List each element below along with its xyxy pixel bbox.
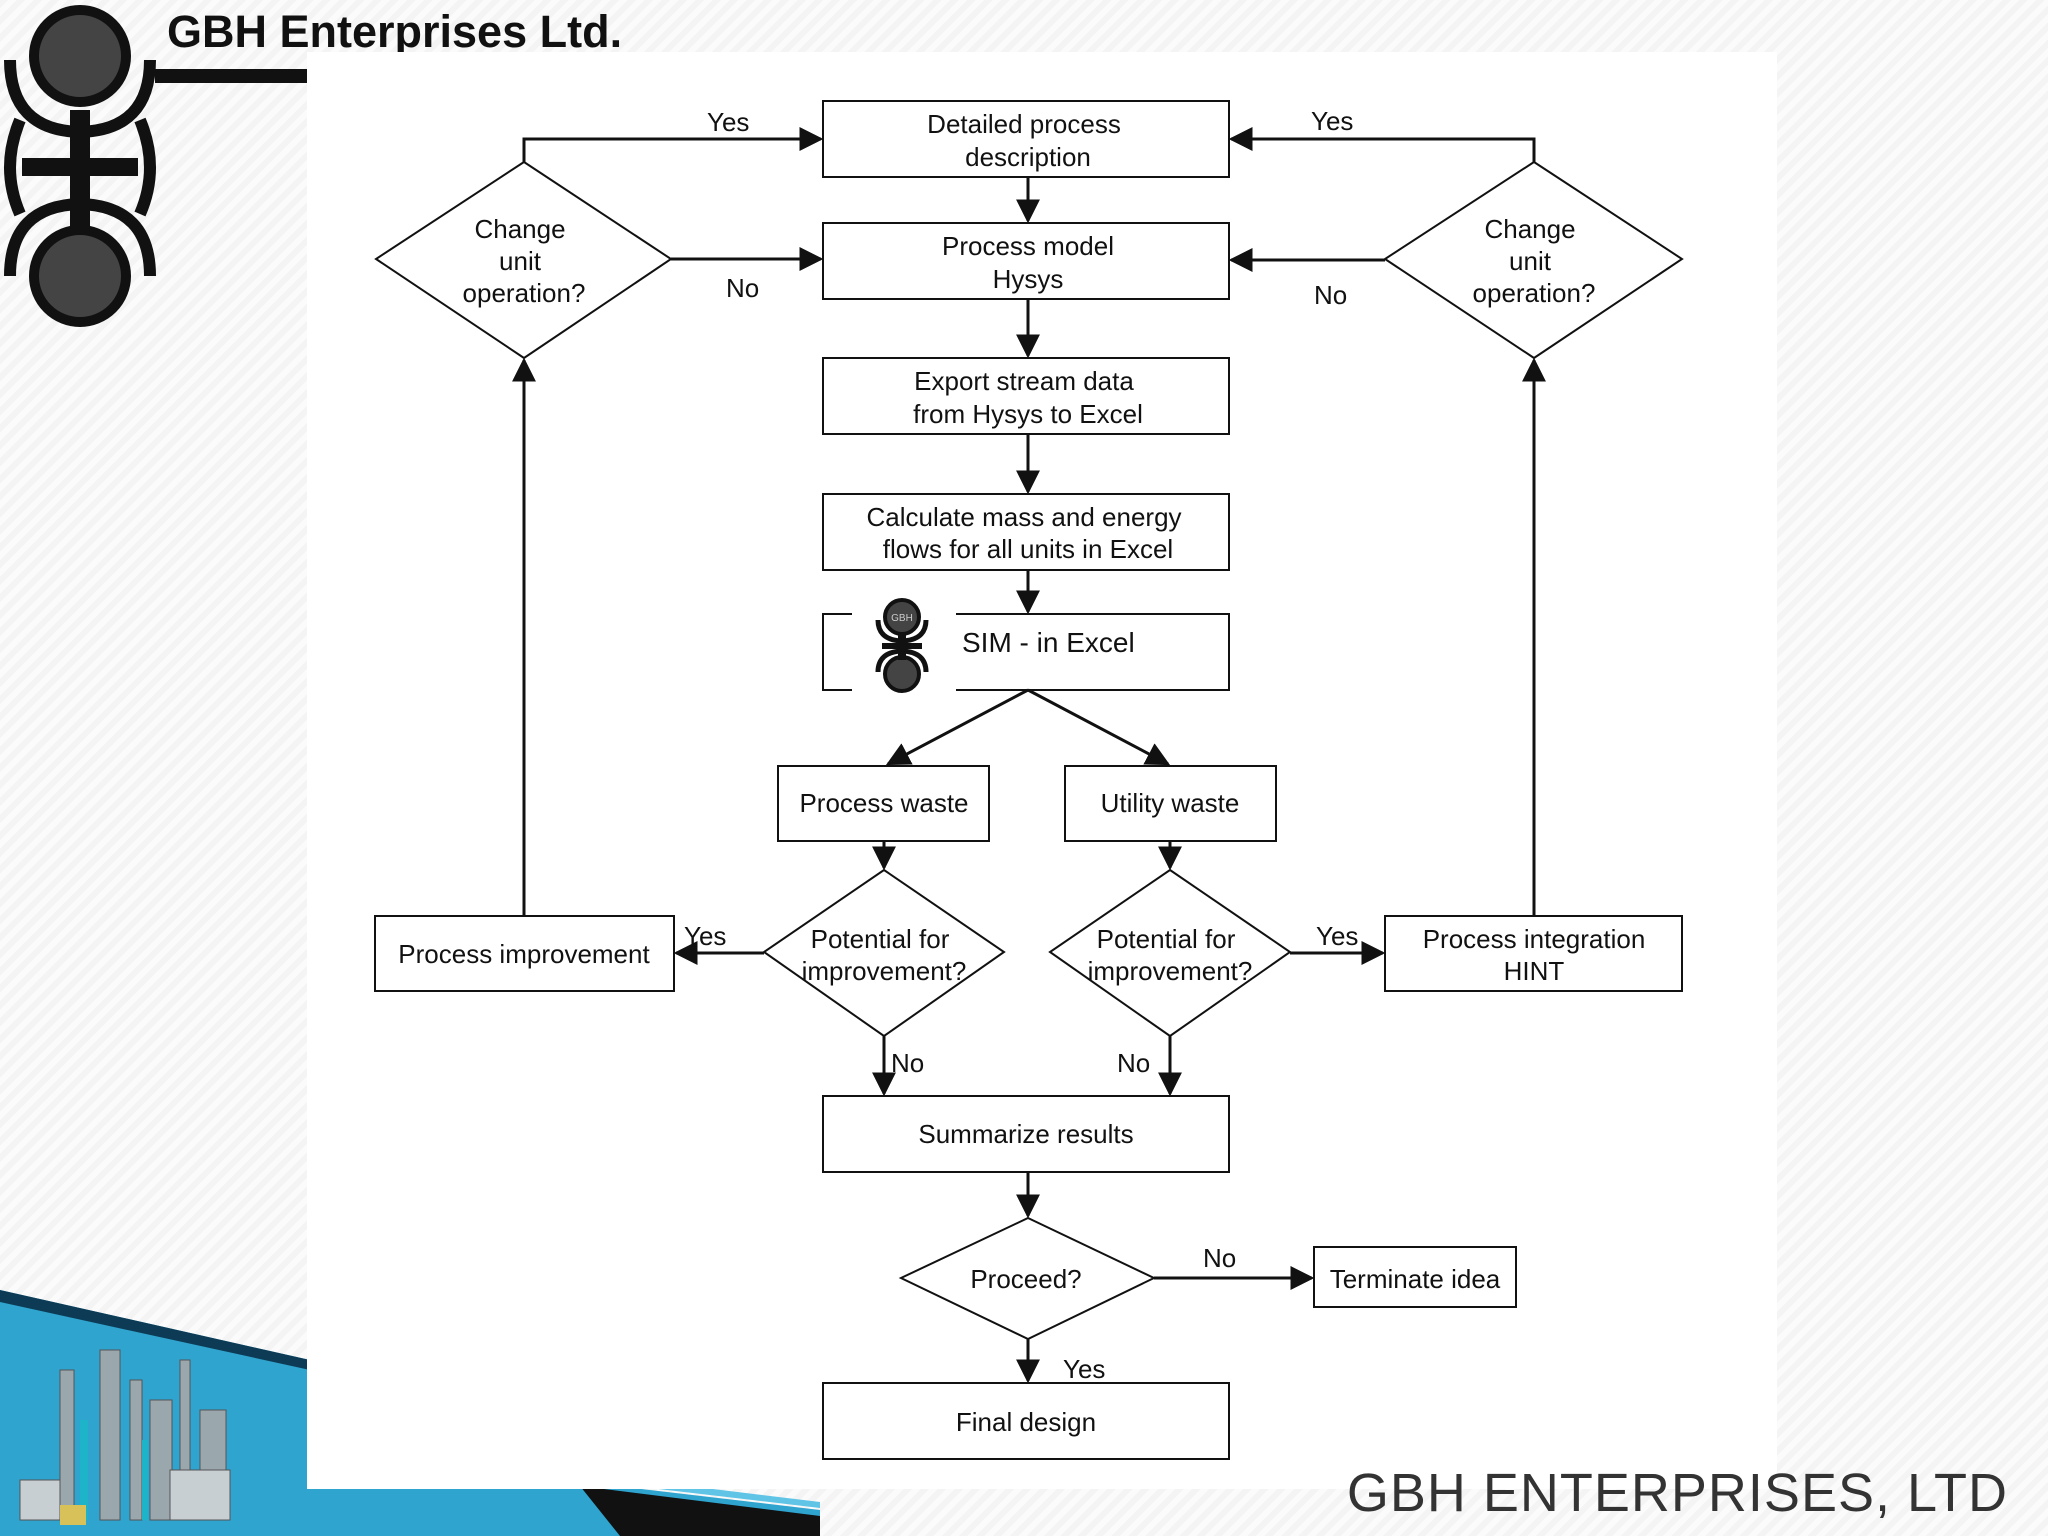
edge-yes-potential-left: Yes <box>684 921 726 951</box>
edge-no-potential-left: No <box>891 1048 924 1078</box>
edge-no-proceed: No <box>1203 1243 1236 1273</box>
summarize-label: Summarize results <box>918 1119 1133 1149</box>
potential-left-line1: Potential for <box>811 924 950 954</box>
edge-yes-top-left: Yes <box>707 107 749 137</box>
change-right-line2: unit <box>1509 246 1552 276</box>
export-stream-line1: Export stream data <box>914 366 1134 396</box>
process-improvement-label: Process improvement <box>398 939 650 969</box>
sim-gbh-logo: GBH <box>875 598 929 693</box>
process-waste-label: Process waste <box>799 788 968 818</box>
edge-no-change-left: No <box>726 273 759 303</box>
edge-yes-potential-right: Yes <box>1316 921 1358 951</box>
change-right-line3: operation? <box>1473 278 1596 308</box>
change-left-line3: operation? <box>463 278 586 308</box>
potential-right-line1: Potential for <box>1097 924 1236 954</box>
change-right-line1: Change <box>1484 214 1575 244</box>
terminate-label: Terminate idea <box>1330 1264 1501 1294</box>
process-integration-line1: Process integration <box>1423 924 1646 954</box>
potential-right-line2: improvement? <box>1088 956 1253 986</box>
edge-no-potential-right: No <box>1117 1048 1150 1078</box>
detailed-process-line2: description <box>965 142 1091 172</box>
calculate-mass-line1: Calculate mass and energy <box>866 502 1181 532</box>
edge-yes-top-right: Yes <box>1311 106 1353 136</box>
footer-company-name: GBH ENTERPRISES, LTD <box>1346 1463 2008 1523</box>
detailed-process-line1: Detailed process <box>927 109 1121 139</box>
export-stream-line2: from Hysys to Excel <box>913 399 1143 429</box>
edge-yes-proceed: Yes <box>1063 1354 1105 1384</box>
potential-left-line2: improvement? <box>802 956 967 986</box>
diagram-canvas <box>307 52 1777 1489</box>
gbh-logo <box>4 5 156 327</box>
calculate-mass-line2: flows for all units in Excel <box>883 534 1173 564</box>
final-design-label: Final design <box>956 1407 1096 1437</box>
process-model-line2: Hysys <box>993 264 1064 294</box>
sim-logo-text: GBH <box>891 613 913 624</box>
edge-no-change-right: No <box>1314 280 1347 310</box>
header-title: GBH Enterprises Ltd. <box>167 6 623 57</box>
sim-excel-label: SIM - in Excel <box>962 627 1135 658</box>
change-left-line1: Change <box>474 214 565 244</box>
change-left-line2: unit <box>499 246 542 276</box>
process-integration-line2: HINT <box>1504 956 1565 986</box>
utility-waste-label: Utility waste <box>1101 788 1240 818</box>
summarize-results-box <box>822 1095 1230 1173</box>
process-model-line1: Process model <box>942 231 1114 261</box>
proceed-label: Proceed? <box>970 1264 1081 1294</box>
